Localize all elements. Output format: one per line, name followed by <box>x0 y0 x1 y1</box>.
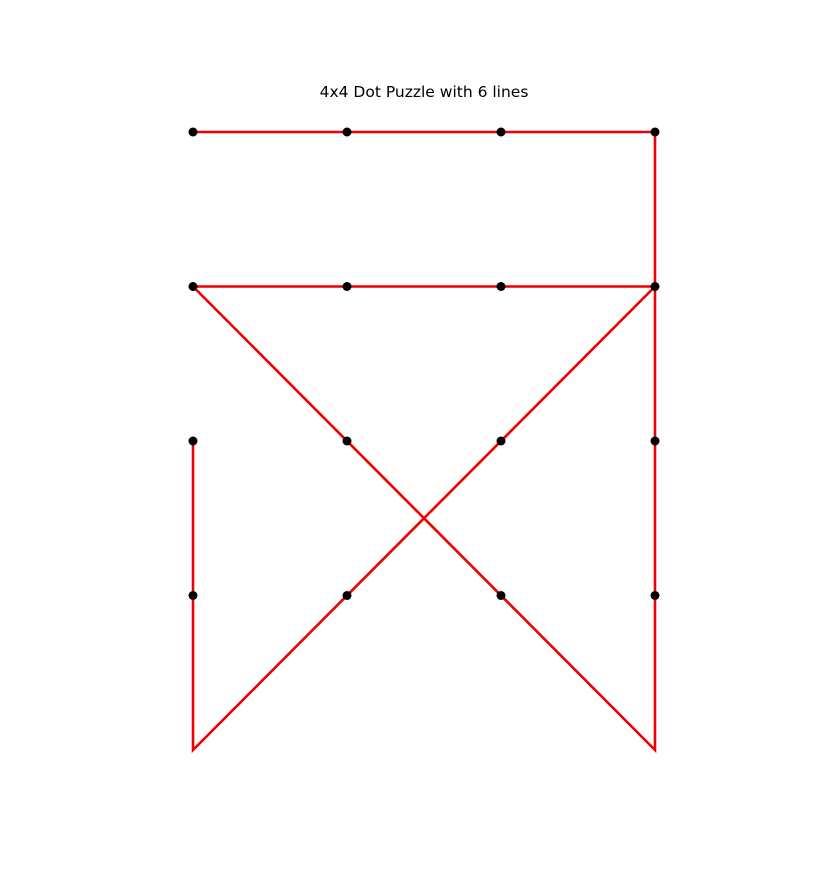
grid-dot <box>342 591 352 600</box>
puzzle-path <box>191 130 657 754</box>
grid-dot <box>496 436 506 446</box>
grid-dot <box>188 282 198 291</box>
grid-dot <box>188 436 198 446</box>
grid-dot <box>650 436 660 446</box>
grid-dot <box>188 127 198 137</box>
figure-title: 4x4 Dot Puzzle with 6 lines <box>320 83 529 101</box>
grid-dot <box>342 436 352 446</box>
grid-dot <box>650 282 660 291</box>
grid-dot <box>496 591 506 600</box>
puzzle-line-segment <box>191 130 657 754</box>
grid-dot <box>496 127 506 137</box>
grid-dot <box>342 127 352 137</box>
grid-dot <box>496 282 506 291</box>
grid-dot <box>188 591 198 600</box>
grid-dot <box>342 282 352 291</box>
dot-grid <box>188 127 660 600</box>
grid-dot <box>650 127 660 137</box>
grid-dot <box>650 591 660 600</box>
